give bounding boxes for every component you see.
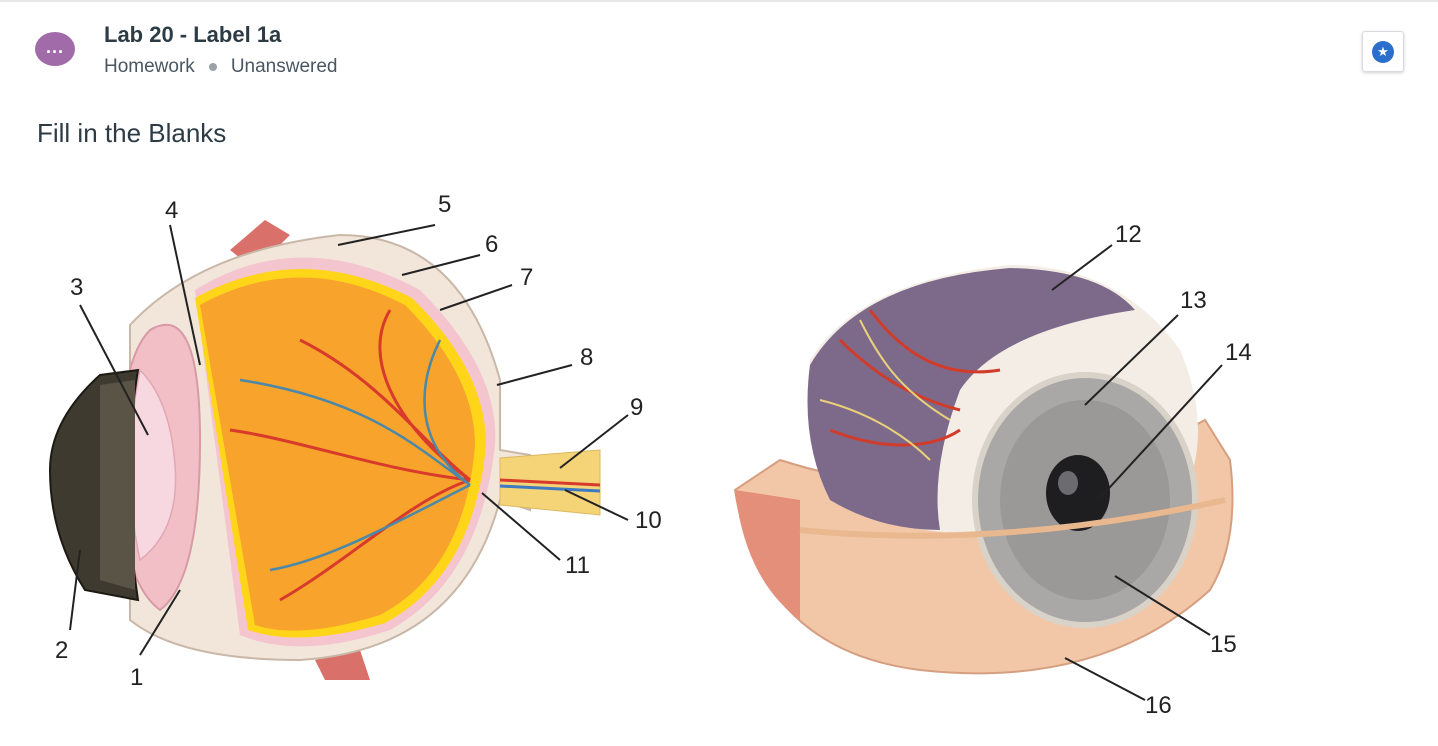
label-4: 4 [165,197,178,224]
eye-exterior-model [733,265,1234,675]
label-10: 10 [635,507,662,534]
label-14: 14 [1225,339,1252,366]
status-label: Unanswered [230,56,338,77]
separator-dot [208,63,217,71]
assignment-meta: Homework Unanswered [104,56,337,78]
label-6: 6 [485,231,498,258]
top-divider [0,0,1438,2]
label-12: 12 [1115,221,1142,248]
label-3: 3 [70,274,83,301]
label-7: 7 [520,264,533,291]
leader-lines-left [69,224,629,656]
label-15: 15 [1210,631,1237,658]
label-5: 5 [438,191,451,218]
label-1: 1 [130,664,143,691]
label-8: 8 [580,344,593,371]
star-icon: ★ [1372,40,1394,63]
question-type-title: Fill in the Blanks [37,118,227,148]
label-16: 16 [1145,692,1172,719]
category-label: Homework [104,56,195,77]
eye-diagram: 1 2 3 4 5 6 7 8 9 10 11 12 13 14 15 16 [48,191,1252,719]
label-9: 9 [630,394,643,421]
leader-lines-right [1051,244,1223,701]
label-2: 2 [55,637,68,664]
eye-cross-section [48,220,601,680]
label-13: 13 [1180,287,1207,314]
discussion-icon: ... [35,32,75,66]
label-11: 11 [565,552,590,579]
page-title: Lab 20 - Label 1a [104,22,282,47]
bookmark-button[interactable]: ★ [1362,31,1404,72]
